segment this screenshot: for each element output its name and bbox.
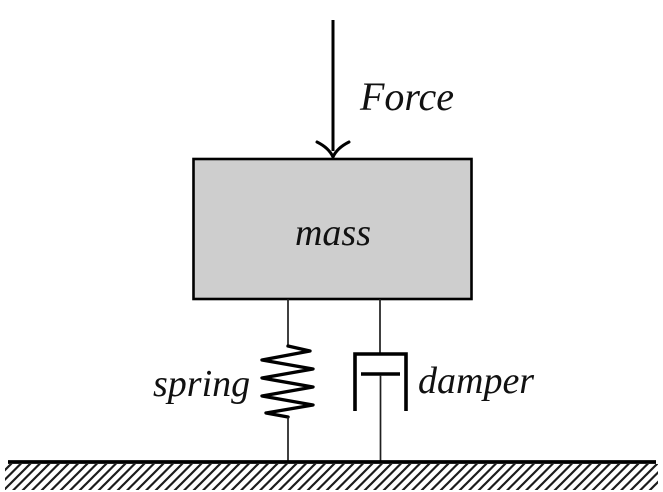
ground xyxy=(5,460,658,490)
force-vector: Force xyxy=(315,20,454,161)
force-arrowhead-icon xyxy=(315,140,351,161)
damper-symbol: damper xyxy=(353,299,534,462)
ground-hatching xyxy=(5,464,658,490)
mass-label: mass xyxy=(295,212,371,254)
force-label: Force xyxy=(359,74,454,119)
spring-symbol: spring xyxy=(153,299,315,462)
spring-coil-icon xyxy=(260,344,315,419)
damper-cylinder-icon xyxy=(353,352,408,411)
mass-box xyxy=(192,157,473,301)
damper-label: damper xyxy=(418,360,534,402)
mass-block: mass xyxy=(192,157,473,301)
spring-label: spring xyxy=(153,363,250,405)
